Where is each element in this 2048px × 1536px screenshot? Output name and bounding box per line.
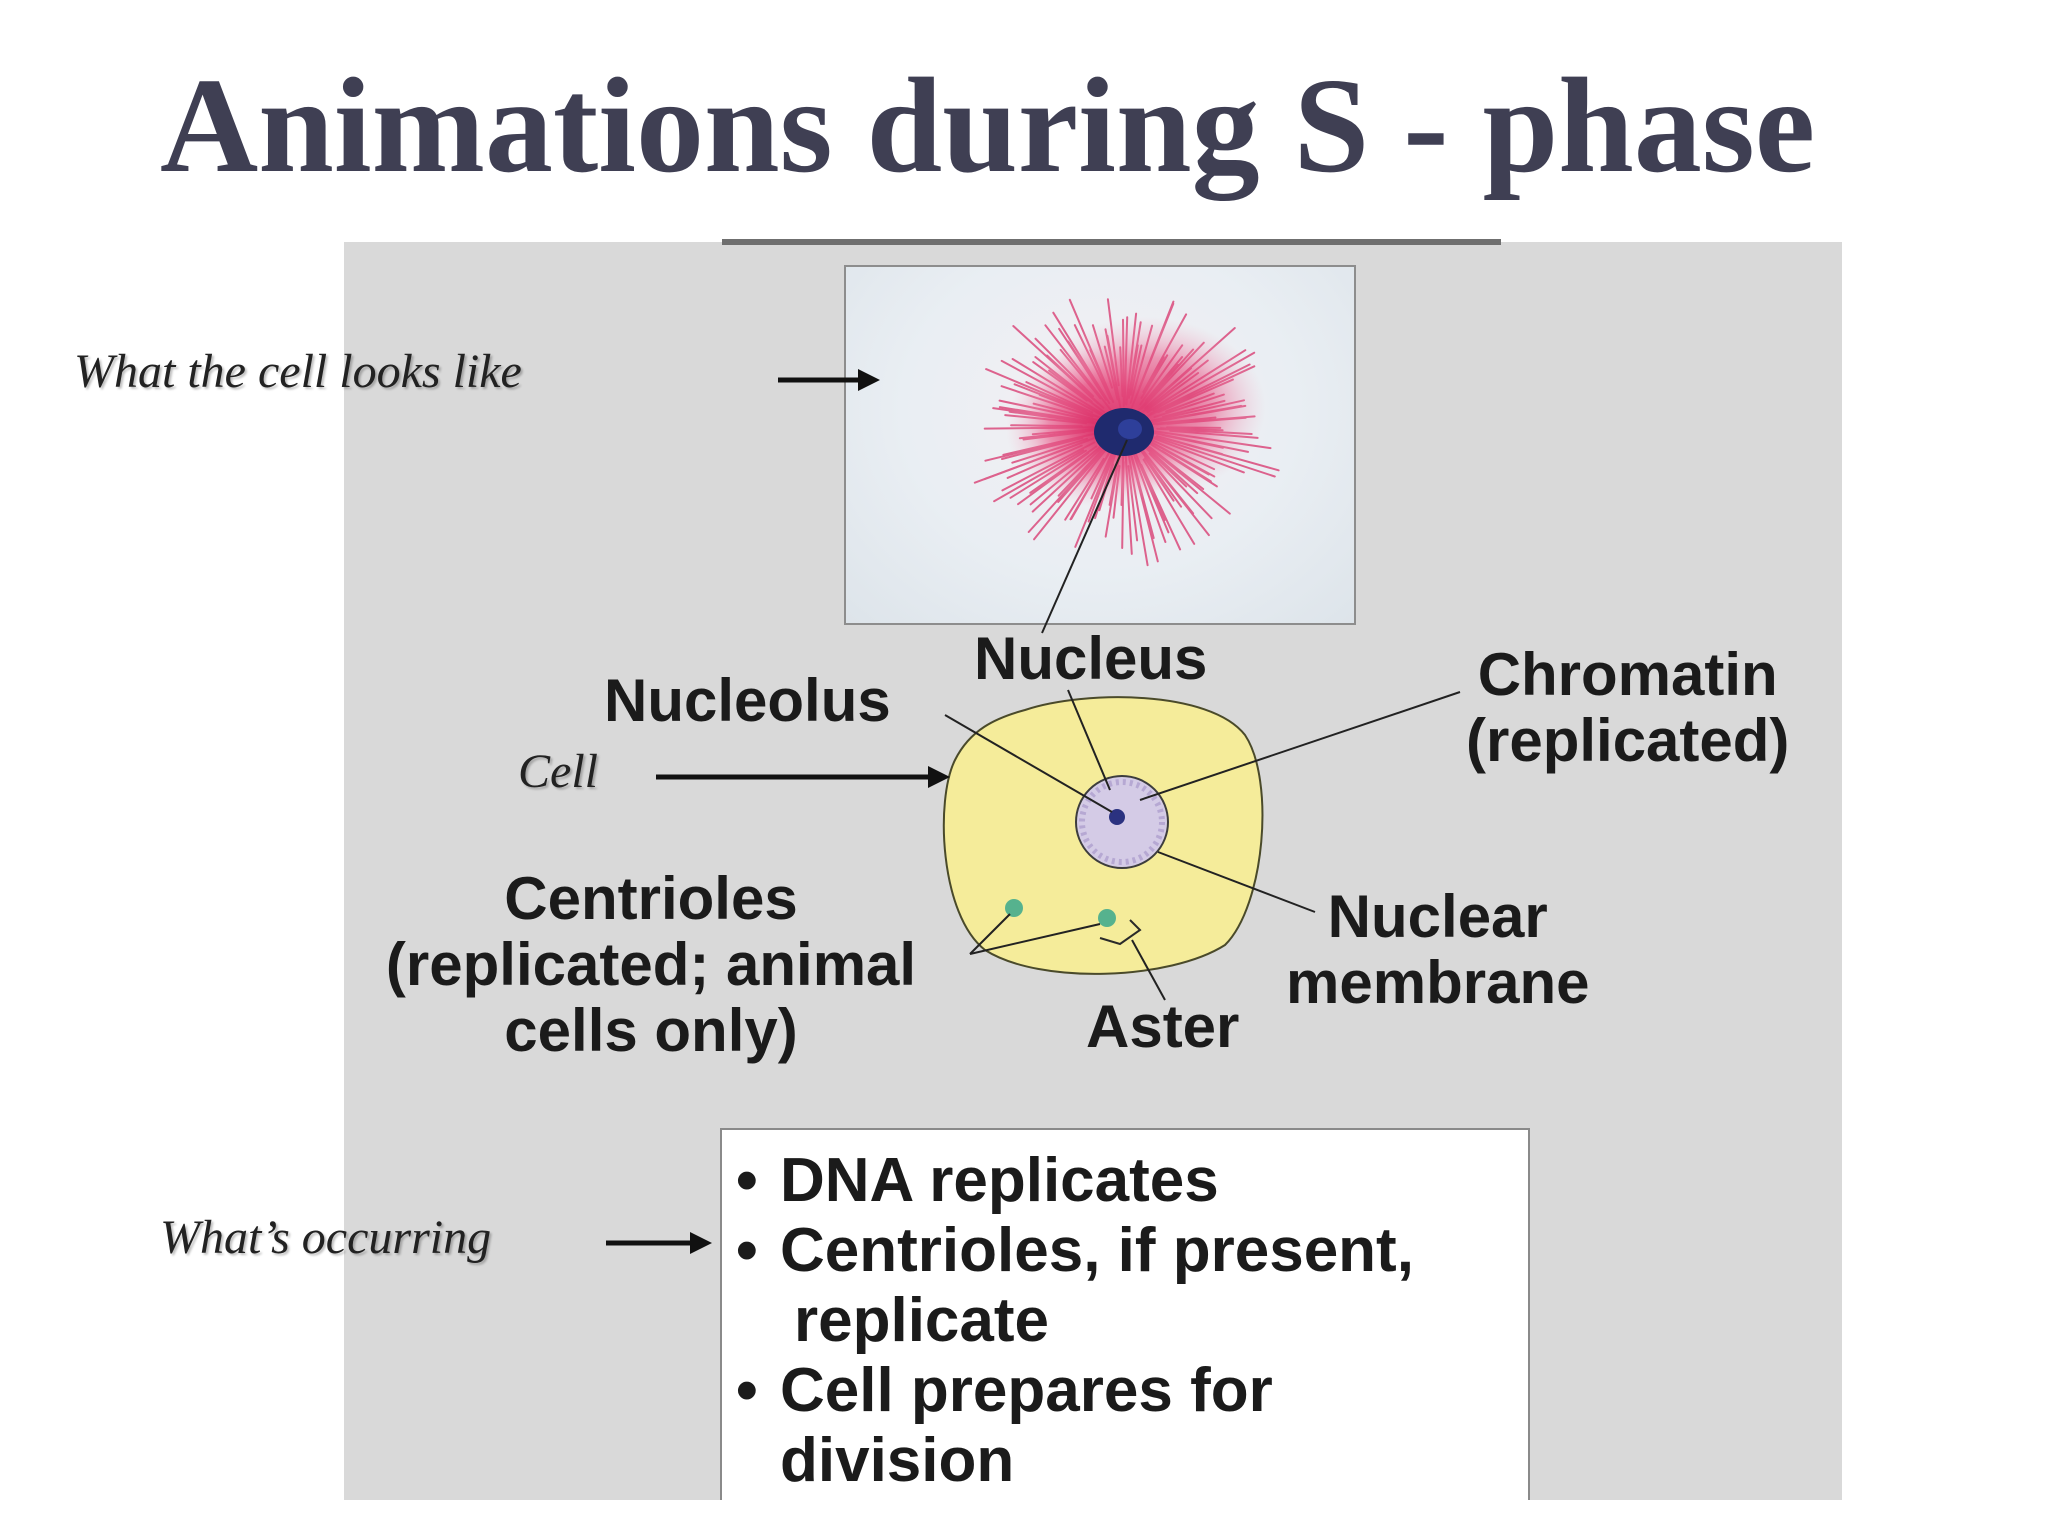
figure-top-rule — [722, 239, 1501, 245]
event-item-line1: Cell prepares for — [780, 1356, 1273, 1425]
label-centrioles-line2: (replicated; animal — [385, 931, 917, 998]
leader-photo-to-nucleus — [1041, 439, 1128, 634]
label-centrioles-line1: Centrioles — [504, 865, 798, 932]
events-list: • DNA replicates • Centrioles, if presen… — [736, 1146, 1528, 1496]
micrograph-photo — [844, 265, 1356, 625]
slide-title: Animations during S - phase — [160, 51, 1816, 201]
centrioles-shape — [1005, 899, 1116, 927]
aster-bracket — [1099, 919, 1142, 946]
note-whats-occurring: What’s occurring — [160, 1211, 492, 1264]
note-cell: Cell — [518, 745, 598, 798]
micrograph-cell-image — [973, 298, 1280, 567]
nucleolus-shape — [1109, 809, 1125, 825]
label-nuclear-membrane-line1: Nuclear — [1327, 883, 1548, 950]
events-box: • DNA replicates • Centrioles, if presen… — [720, 1128, 1530, 1500]
label-nuclear-membrane: Nuclear membrane — [1286, 884, 1589, 1016]
bullet-glyph: • — [736, 1356, 758, 1425]
label-nucleolus: Nucleolus — [604, 667, 891, 734]
event-item-line1: Centrioles, if present, — [780, 1216, 1414, 1285]
label-nuclear-membrane-line2: membrane — [1286, 949, 1590, 1016]
label-chromatin-line2: (replicated) — [1466, 707, 1790, 774]
label-chromatin: Chromatin (replicated) — [1466, 642, 1789, 774]
leader-centriole-1 — [969, 913, 1011, 955]
event-item: • Cell prepares for division — [736, 1356, 1528, 1496]
event-item-line1: DNA replicates — [780, 1146, 1219, 1215]
event-item-line2: division — [780, 1426, 1015, 1495]
label-centrioles-line3: cells only) — [504, 997, 798, 1064]
event-item: • Centrioles, if present, replicate — [736, 1216, 1528, 1356]
note-what-cell-looks-like: What the cell looks like — [74, 345, 522, 398]
bullet-glyph: • — [736, 1146, 758, 1215]
leader-nuclear-membrane — [1157, 851, 1316, 913]
leader-nucleus — [1067, 689, 1111, 791]
label-aster: Aster — [1086, 993, 1240, 1060]
event-item: • DNA replicates — [736, 1146, 1528, 1216]
leader-aster — [1131, 939, 1166, 1001]
event-item-line2: replicate — [794, 1286, 1050, 1355]
label-chromatin-line1: Chromatin — [1477, 641, 1778, 708]
leader-centriole-2 — [969, 923, 1101, 955]
leader-chromatin — [1139, 691, 1461, 801]
leader-nucleolus — [944, 714, 1113, 813]
label-centrioles: Centrioles (replicated; animal cells onl… — [346, 866, 956, 1064]
label-nucleus: Nucleus — [974, 625, 1208, 692]
bullet-glyph: • — [736, 1216, 758, 1285]
